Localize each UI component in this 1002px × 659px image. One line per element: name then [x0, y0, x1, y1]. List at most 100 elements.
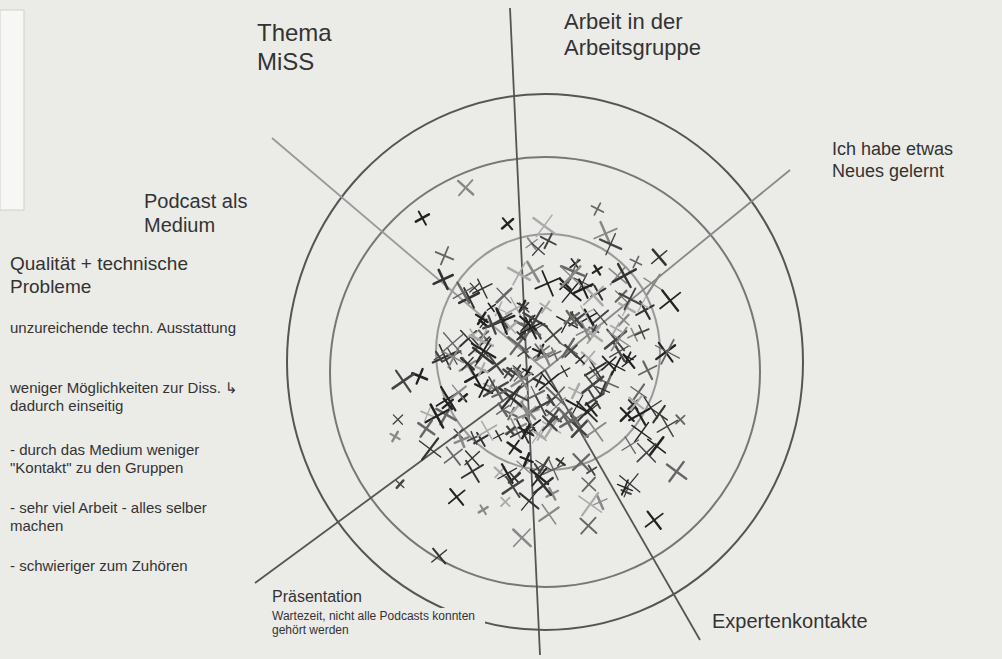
- cross-mark: [626, 352, 631, 362]
- cross-mark: [494, 433, 504, 438]
- vote-crosses: [391, 180, 687, 563]
- note-text: weniger Möglichkeiten zur Diss. ↳ dadurc…: [8, 378, 253, 416]
- cross-mark: [510, 441, 519, 454]
- cross-mark: [561, 267, 581, 286]
- note-text: Qualität + technische Probleme: [8, 252, 223, 300]
- cross-mark: [582, 478, 596, 491]
- cross-mark: [426, 410, 449, 422]
- cross-mark: [535, 278, 560, 289]
- cross-mark: [505, 368, 512, 377]
- cross-mark: [509, 473, 520, 482]
- cross-mark: [487, 304, 495, 310]
- cross-mark: [396, 481, 404, 488]
- cross-mark: [392, 432, 397, 441]
- cross-mark: [514, 529, 531, 547]
- cross-mark: [581, 518, 595, 534]
- cross-mark: [593, 499, 607, 505]
- cross-mark: [534, 478, 553, 493]
- cross-mark: [618, 315, 629, 325]
- cross-mark: [676, 416, 685, 424]
- cross-mark: [548, 409, 559, 424]
- cross-mark: [573, 454, 588, 470]
- cross-mark: [510, 473, 519, 484]
- cross-mark: [417, 369, 423, 384]
- cross-mark: [611, 328, 626, 351]
- cross-mark: [558, 458, 564, 466]
- cross-mark: [523, 266, 543, 277]
- cross-mark: [448, 347, 459, 367]
- cross-mark: [503, 480, 523, 493]
- cross-mark: [660, 293, 680, 309]
- cross-mark: [545, 328, 561, 342]
- cross-mark: [559, 408, 572, 421]
- cross-mark: [422, 438, 438, 459]
- cross-mark: [465, 371, 485, 382]
- cross-mark: [479, 507, 488, 512]
- cross-mark: [573, 454, 589, 470]
- sector-line: [255, 370, 545, 583]
- cross-mark: [451, 387, 466, 399]
- paper-sheet: [0, 10, 24, 210]
- cross-mark: [513, 530, 531, 547]
- cross-mark: [600, 383, 606, 397]
- sector-heading: Arbeit in der Arbeitsgruppe: [562, 8, 762, 63]
- cross-mark: [443, 400, 453, 409]
- cross-mark: [520, 303, 529, 313]
- cross-mark: [612, 357, 621, 374]
- cross-mark: [503, 218, 512, 229]
- cross-mark: [533, 243, 544, 256]
- cross-mark: [622, 480, 628, 495]
- cross-mark: [582, 493, 598, 516]
- cross-mark: [465, 452, 480, 465]
- cross-mark: [546, 397, 556, 403]
- cross-mark: [497, 289, 512, 303]
- inner-ring: [436, 234, 660, 470]
- cross-mark: [502, 387, 519, 408]
- cross-mark: [613, 323, 619, 334]
- cross-mark: [603, 356, 616, 370]
- cross-mark: [445, 449, 463, 463]
- cross-mark: [522, 492, 537, 511]
- cross-mark: [458, 181, 473, 195]
- cross-mark: [524, 406, 535, 419]
- cross-mark: [521, 323, 542, 334]
- cross-mark: [501, 498, 510, 506]
- sector-heading: Ich habe etwas Neues gelernt: [830, 138, 980, 183]
- cross-mark: [619, 315, 629, 326]
- cross-mark: [661, 340, 674, 364]
- cross-mark: [533, 466, 542, 472]
- sector-line: [545, 370, 700, 640]
- cross-mark: [478, 425, 497, 436]
- cross-mark: [543, 416, 557, 430]
- cross-mark: [462, 465, 483, 478]
- cross-mark: [475, 346, 491, 366]
- cross-mark: [565, 313, 579, 323]
- cross-mark: [479, 363, 484, 375]
- note-text: unzureichende techn. Ausstattung: [8, 318, 248, 338]
- sector-line: [272, 138, 545, 370]
- cross-mark: [650, 437, 663, 455]
- cross-mark: [536, 215, 552, 237]
- cross-mark: [533, 468, 547, 485]
- cross-mark: [441, 247, 448, 264]
- cross-mark: [434, 354, 444, 360]
- cross-mark: [571, 395, 583, 416]
- cross-mark: [583, 377, 604, 393]
- cross-mark: [625, 288, 636, 309]
- cross-mark: [669, 462, 683, 481]
- cross-mark: [507, 427, 515, 434]
- cross-mark: [527, 391, 544, 400]
- middle-ring: [330, 157, 760, 587]
- note-text: - schwieriger zum Zuhören: [8, 556, 243, 576]
- cross-mark: [652, 251, 667, 264]
- cross-mark: [657, 420, 677, 432]
- cross-mark: [397, 480, 404, 488]
- cross-mark: [539, 508, 558, 521]
- cross-mark: [635, 423, 649, 442]
- cross-mark: [513, 263, 525, 285]
- cross-mark: [542, 302, 549, 313]
- cross-mark: [517, 332, 525, 340]
- cross-mark: [442, 334, 463, 352]
- cross-mark: [519, 303, 529, 312]
